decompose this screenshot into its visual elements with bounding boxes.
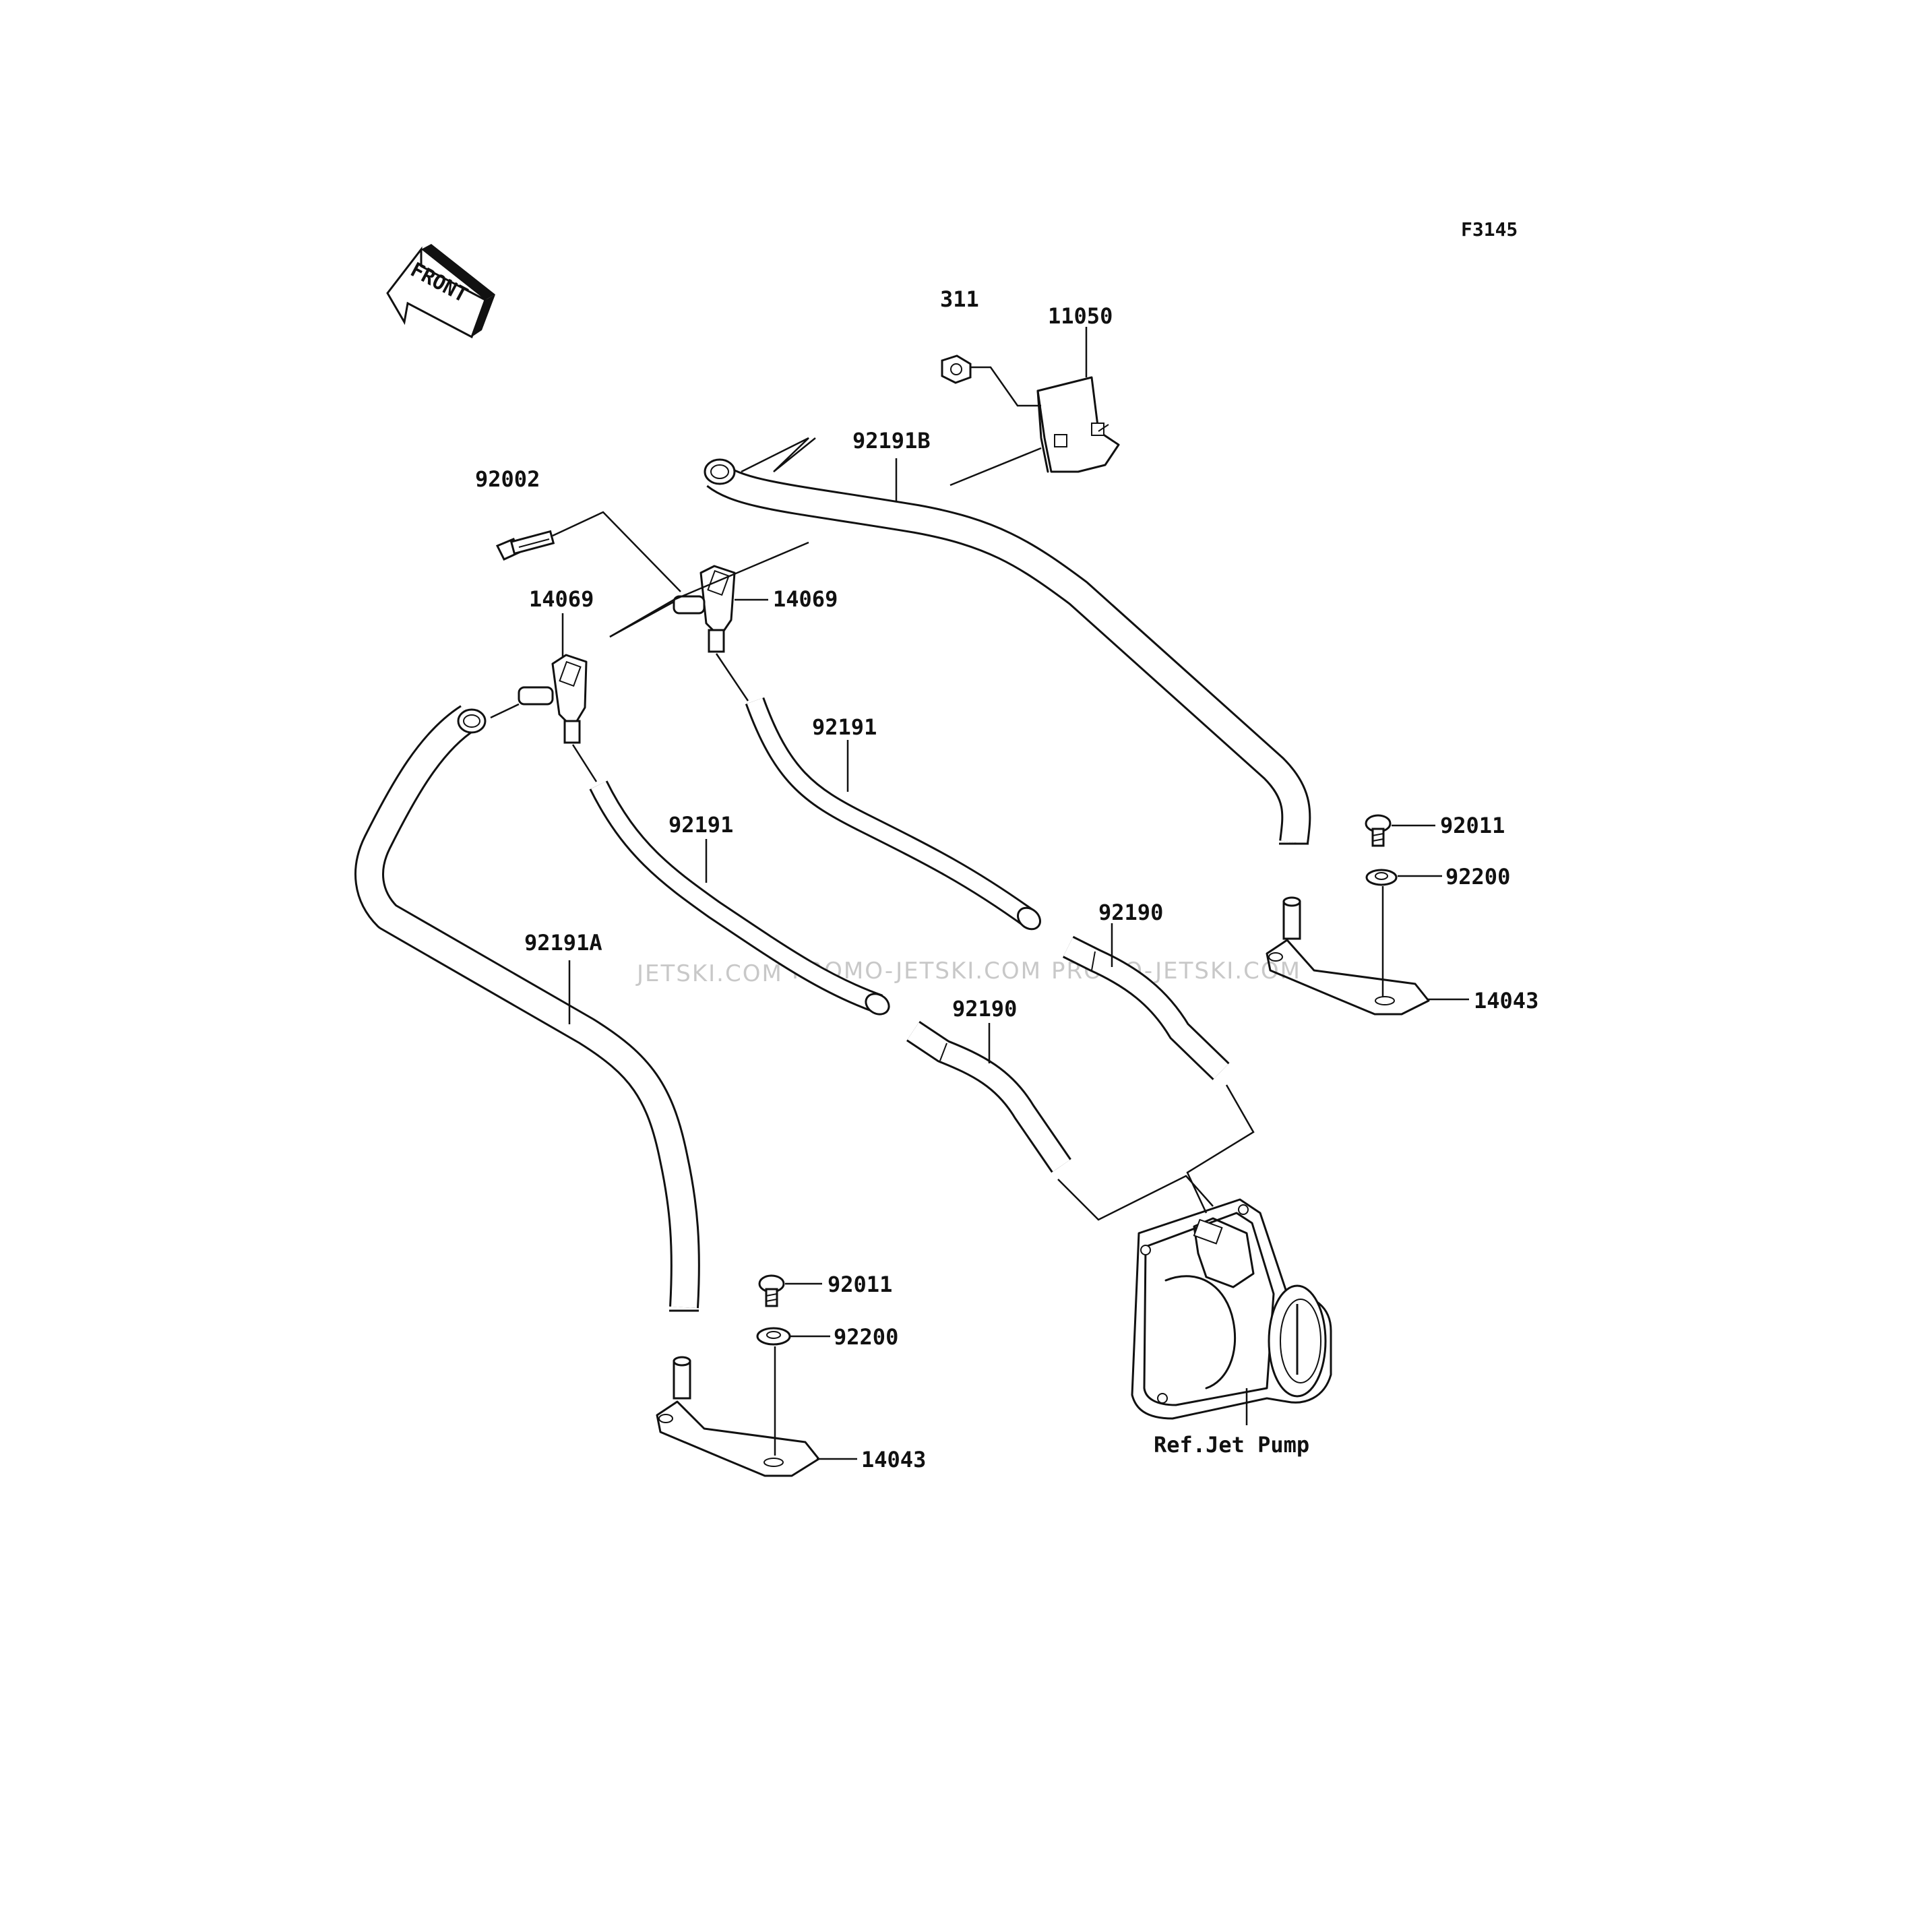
label-hose-92191-left: 92191 (668, 812, 733, 838)
label-jet-pump: Ref.Jet Pump (1154, 1432, 1309, 1458)
pipe-92190-right (1062, 935, 1230, 1080)
label-pipe-92190-left: 92190 (952, 996, 1017, 1022)
bracket-11050 (1036, 376, 1120, 473)
label-washer-92200-right: 92200 (1445, 864, 1510, 890)
callout-labels: 311 11050 92191B 92002 14069 14069 92191… (475, 286, 1538, 1472)
label-screw-92011-left: 92011 (828, 1272, 892, 1297)
label-pipe-92190-right: 92190 (1098, 900, 1163, 925)
label-outlet-14043-left: 14043 (861, 1447, 926, 1472)
label-washer-92200-left: 92200 (834, 1324, 898, 1350)
label-nut-311: 311 (940, 286, 979, 312)
outlet-14043-left (656, 1356, 857, 1477)
washer-92200-right (1365, 869, 1398, 886)
label-outlet-14043-right: 14043 (1474, 988, 1538, 1014)
outlet-14043-right (1266, 896, 1469, 1016)
bolt-92002 (495, 511, 681, 592)
hose-92191-right (745, 697, 1041, 931)
fitting-14069-left (518, 654, 588, 744)
label-fitting-14069-left: 14069 (529, 586, 594, 612)
label-screw-92011-right: 92011 (1440, 813, 1505, 838)
hose-92191b (704, 458, 1311, 845)
screw-92011-left (758, 1274, 785, 1307)
label-hose-92191a: 92191A (524, 930, 602, 956)
hose-92191a (354, 705, 700, 1312)
jet-pump (1131, 1198, 1332, 1420)
washer-92200-left (756, 1327, 791, 1346)
label-bracket-11050: 11050 (1048, 303, 1113, 329)
hose-92191-left (589, 780, 890, 1016)
watermark-group: JETSKI.COM PROMO-JETSKI.COM PROMO-JETSKI… (635, 958, 1300, 987)
label-bolt-92002: 92002 (475, 466, 540, 492)
fitting-14069-right (673, 565, 768, 653)
front-arrow-icon: FRONT (386, 244, 495, 339)
pipe-92190-left (906, 1021, 1071, 1173)
watermark-1: JETSKI.COM (635, 960, 783, 987)
screw-92011-right (1365, 814, 1392, 847)
label-hose-92191-right: 92191 (812, 714, 877, 740)
nut-311 (941, 354, 1041, 407)
label-fitting-14069-right: 14069 (773, 586, 838, 612)
label-hose-92191b: 92191B (852, 428, 931, 454)
figure-code: F3145 (1461, 218, 1518, 241)
